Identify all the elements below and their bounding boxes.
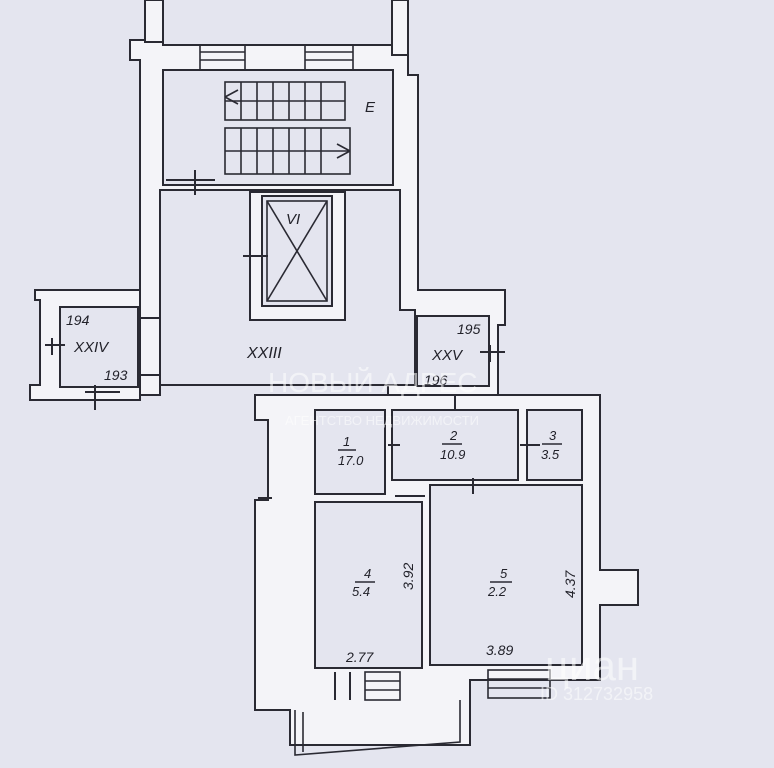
label-xxv: XXV <box>431 347 464 364</box>
stair-flight-upper <box>224 81 346 121</box>
room-2-width: 2.77 <box>345 649 374 665</box>
corridor-xxiii: VI XXIII <box>159 170 416 386</box>
watermarks: НОВЫЙ АДРЕС АГЕНТСТВО НЕДВИЖИМОСТИ циан … <box>268 367 653 704</box>
label-xxiv: XXIV <box>73 339 110 356</box>
watermark-cian-id: ID 312732958 <box>540 684 653 704</box>
stairwell: E <box>162 44 394 186</box>
stair-flight-lower <box>224 127 351 175</box>
room-1-height: 4.37 <box>562 570 578 598</box>
room-2-height: 3.92 <box>400 563 416 590</box>
label-xxiii: XXIII <box>246 345 282 362</box>
label-vi: VI <box>286 211 300 228</box>
room-1: 5 2.2 4.37 3.89 <box>429 484 583 666</box>
room-1-area: 2.2 <box>487 584 507 599</box>
room-3-number: 1 <box>343 434 350 449</box>
room-5-number: 3 <box>549 428 557 443</box>
room-1-width: 3.89 <box>486 642 513 658</box>
label-195: 195 <box>457 321 481 337</box>
label-e: E <box>365 99 376 116</box>
label-193: 193 <box>104 367 128 383</box>
room-5-area: 3.5 <box>541 447 560 462</box>
room-2-number: 4 <box>364 566 371 581</box>
label-194: 194 <box>66 312 90 328</box>
room-xxv: 195 XXV 196 <box>416 315 505 418</box>
room-3: 1 17.0 <box>314 409 386 495</box>
watermark-agency: НОВЫЙ АДРЕС <box>268 367 478 398</box>
room-4: 2 10.9 <box>391 409 519 481</box>
room-3-area: 17.0 <box>338 453 364 468</box>
watermark-agency-sub: АГЕНТСТВО НЕДВИЖИМОСТИ <box>285 413 479 428</box>
apartment: 1 17.0 2 10.9 3 3.5 4 5.4 3.92 2.77 <box>258 409 583 756</box>
room-xxiv: 194 XXIV 193 <box>45 306 160 410</box>
watermark-cian: циан <box>545 642 639 689</box>
room-2-area: 5.4 <box>352 584 370 599</box>
room-2: 4 5.4 3.92 2.77 <box>314 501 423 669</box>
room-4-number: 2 <box>449 428 458 443</box>
room-4-area: 10.9 <box>440 447 465 462</box>
room-1-number: 5 <box>500 566 508 581</box>
label-196: 196 <box>424 372 448 388</box>
